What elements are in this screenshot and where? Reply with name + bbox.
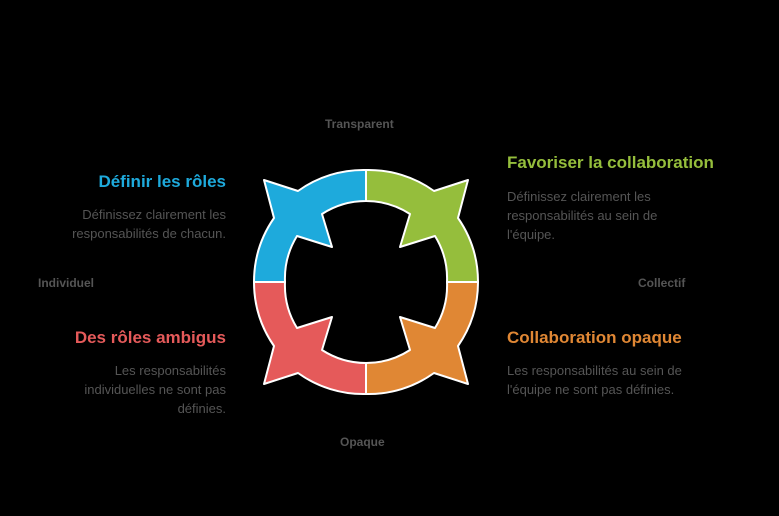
quadrant-bottom-left-description: Les responsabilités individuelles ne son… bbox=[84, 363, 226, 416]
quadrant-top-right-title: Favoriser la collaboration bbox=[507, 153, 714, 172]
quadrant-top-left-description: Définissez clairement les responsabilité… bbox=[72, 207, 226, 241]
quadrant-bottom-left-segment bbox=[252, 281, 367, 396]
quadrant-bottom-left-title: Des rôles ambigus bbox=[74, 328, 226, 347]
axis-label-left: Individuel bbox=[38, 276, 95, 290]
axis-label-top: Transparent bbox=[325, 117, 394, 131]
quadrant-top-right-segment bbox=[365, 168, 480, 283]
quadrant-bottom-right-description: Les responsabilités au sein de l'équipe … bbox=[507, 363, 682, 397]
quadrant-bottom-right-title: Collaboration opaque bbox=[507, 328, 682, 347]
quadrant-top-left-title: Définir les rôles bbox=[98, 172, 226, 191]
quadrant-top-right-description: Définissez clairement les responsabilité… bbox=[507, 189, 658, 242]
quadrant-bottom-right-segment bbox=[365, 281, 480, 396]
axis-label-right: Collectif bbox=[638, 276, 686, 290]
quadrant-top-left-segment bbox=[252, 168, 367, 283]
axis-label-bottom: Opaque bbox=[340, 435, 385, 449]
